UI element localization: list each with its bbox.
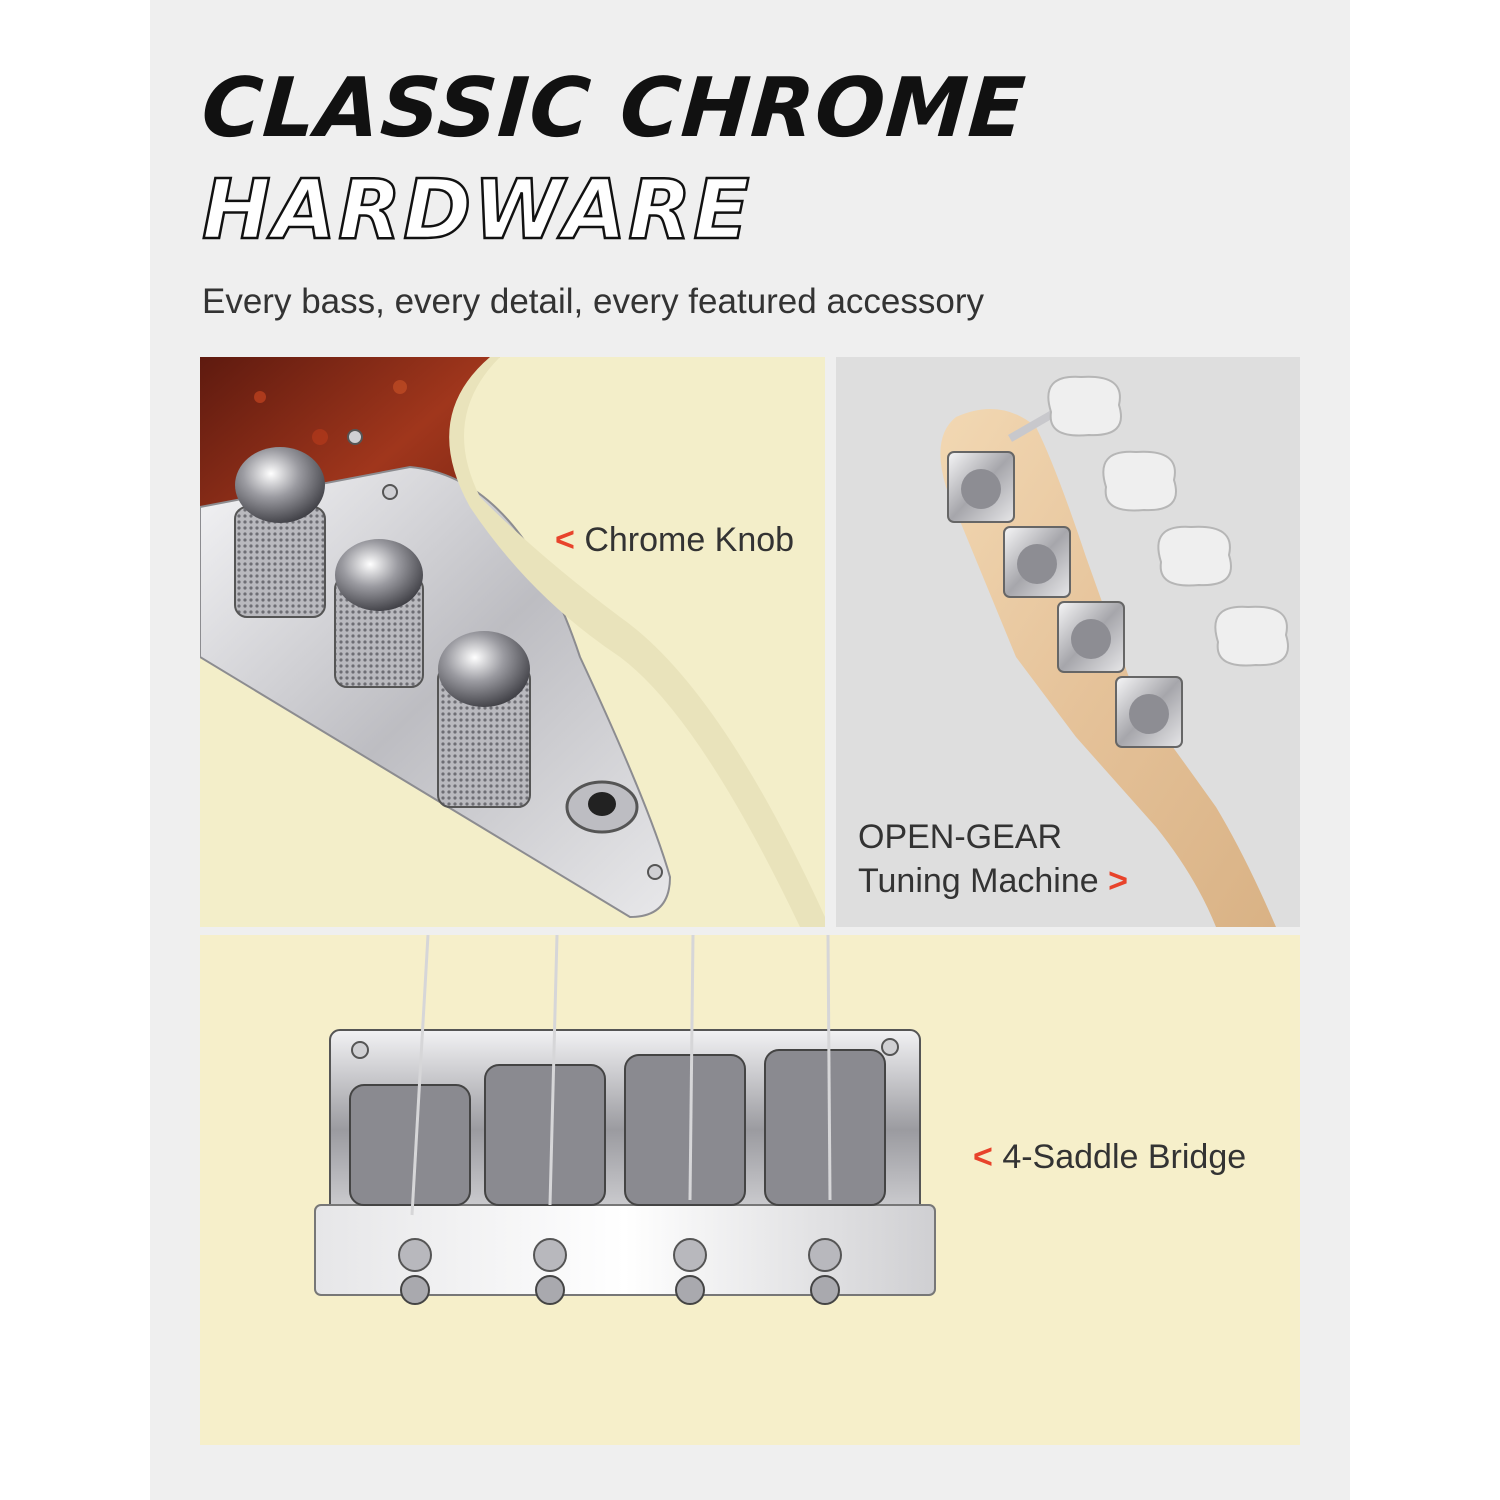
chevron-left-icon: < [555, 521, 575, 559]
chevron-right-icon: > [1108, 862, 1128, 900]
bridge-illustration [200, 935, 1300, 1445]
tuner-3 [1057, 525, 1232, 673]
tuning-machine-line-1: OPEN-GEAR [858, 818, 1063, 856]
title-line-1: CLASSIC CHROME [198, 61, 1029, 156]
bridge-label: < 4-Saddle Bridge [973, 1135, 1246, 1179]
tuning-machine-line-2: Tuning Machine [858, 862, 1099, 900]
headstock-illustration [836, 357, 1300, 927]
title-line-2: HARDWARE [201, 163, 752, 258]
bridge-photo [200, 935, 1300, 1445]
chrome-knob-text: Chrome Knob [584, 521, 795, 559]
tuning-machine-photo [836, 357, 1300, 927]
tuner-4 [1115, 605, 1289, 748]
chrome-knob-label: < Chrome Knob [555, 518, 794, 562]
tuning-machine-label: OPEN-GEAR Tuning Machine > [858, 815, 1128, 903]
knob-illustration [200, 357, 825, 927]
chevron-left-icon: < [973, 1138, 993, 1176]
subtitle: Every bass, every detail, every featured… [202, 282, 985, 321]
bridge-text: 4-Saddle Bridge [1002, 1138, 1247, 1176]
tuner-2 [1003, 450, 1177, 598]
tuner-1 [947, 375, 1122, 523]
chrome-knob-photo [200, 357, 825, 927]
